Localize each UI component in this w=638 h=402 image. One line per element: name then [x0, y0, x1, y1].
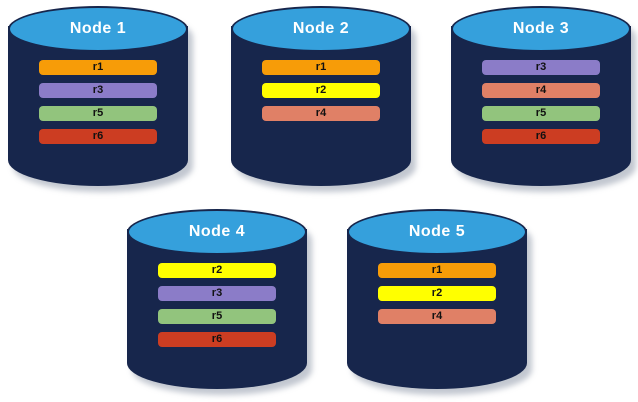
- replica-bar[interactable]: r6: [481, 129, 601, 144]
- node-title: Node 1: [69, 20, 127, 37]
- replica-label: r2: [431, 287, 443, 299]
- replica-bar[interactable]: r4: [481, 83, 601, 98]
- node-cylinder-1[interactable]: Node 1 r1 r3 r5 r6: [8, 6, 193, 192]
- replica-bar[interactable]: r6: [157, 332, 277, 347]
- replica-bar[interactable]: r2: [157, 263, 277, 278]
- replica-bar[interactable]: r3: [38, 83, 158, 98]
- replica-label: r5: [211, 310, 223, 322]
- node-title: Node 5: [408, 223, 466, 240]
- replica-label: r1: [431, 264, 443, 276]
- node-title: Node 3: [512, 20, 570, 37]
- replica-stack: r1 r2 r4: [347, 263, 527, 332]
- replica-bar[interactable]: r4: [377, 309, 497, 324]
- replica-label: r5: [535, 107, 547, 119]
- cylinder-top-disc: Node 3: [451, 6, 631, 52]
- replica-label: r2: [315, 84, 327, 96]
- replica-bar[interactable]: r6: [38, 129, 158, 144]
- replica-label: r5: [92, 107, 104, 119]
- replica-label: r6: [92, 130, 104, 142]
- replica-label: r3: [92, 84, 104, 96]
- replica-label: r6: [211, 333, 223, 345]
- replica-bar[interactable]: r1: [377, 263, 497, 278]
- node-cylinder-5[interactable]: Node 5 r1 r2 r4: [347, 209, 532, 395]
- replica-bar[interactable]: r3: [157, 286, 277, 301]
- node-title: Node 2: [292, 20, 350, 37]
- replica-stack: r2 r3 r5 r6: [127, 263, 307, 355]
- replica-bar[interactable]: r2: [377, 286, 497, 301]
- cylinder-top-disc: Node 5: [347, 209, 527, 255]
- replica-label: r4: [535, 84, 547, 96]
- replica-label: r1: [315, 61, 327, 73]
- node-cylinder-2[interactable]: Node 2 r1 r2 r4: [231, 6, 416, 192]
- replica-bar[interactable]: r5: [38, 106, 158, 121]
- node-cylinder-3[interactable]: Node 3 r3 r4 r5 r6: [451, 6, 636, 192]
- replica-label: r3: [535, 61, 547, 73]
- cylinder-top-disc: Node 1: [8, 6, 188, 52]
- cylinder-top-disc: Node 4: [127, 209, 307, 255]
- replica-label: r3: [211, 287, 223, 299]
- replica-bar[interactable]: r3: [481, 60, 601, 75]
- replica-stack: r1 r2 r4: [231, 60, 411, 129]
- replica-label: r6: [535, 130, 547, 142]
- replica-bar[interactable]: r2: [261, 83, 381, 98]
- replica-label: r4: [315, 107, 327, 119]
- replica-bar[interactable]: r1: [261, 60, 381, 75]
- replica-bar[interactable]: r1: [38, 60, 158, 75]
- node-title: Node 4: [188, 223, 246, 240]
- replica-stack: r1 r3 r5 r6: [8, 60, 188, 152]
- replica-bar[interactable]: r4: [261, 106, 381, 121]
- cylinder-top-disc: Node 2: [231, 6, 411, 52]
- replica-label: r4: [431, 310, 443, 322]
- replica-bar[interactable]: r5: [157, 309, 277, 324]
- replica-bar[interactable]: r5: [481, 106, 601, 121]
- replica-stack: r3 r4 r5 r6: [451, 60, 631, 152]
- replica-label: r2: [211, 264, 223, 276]
- replica-label: r1: [92, 61, 104, 73]
- node-cylinder-4[interactable]: Node 4 r2 r3 r5 r6: [127, 209, 312, 395]
